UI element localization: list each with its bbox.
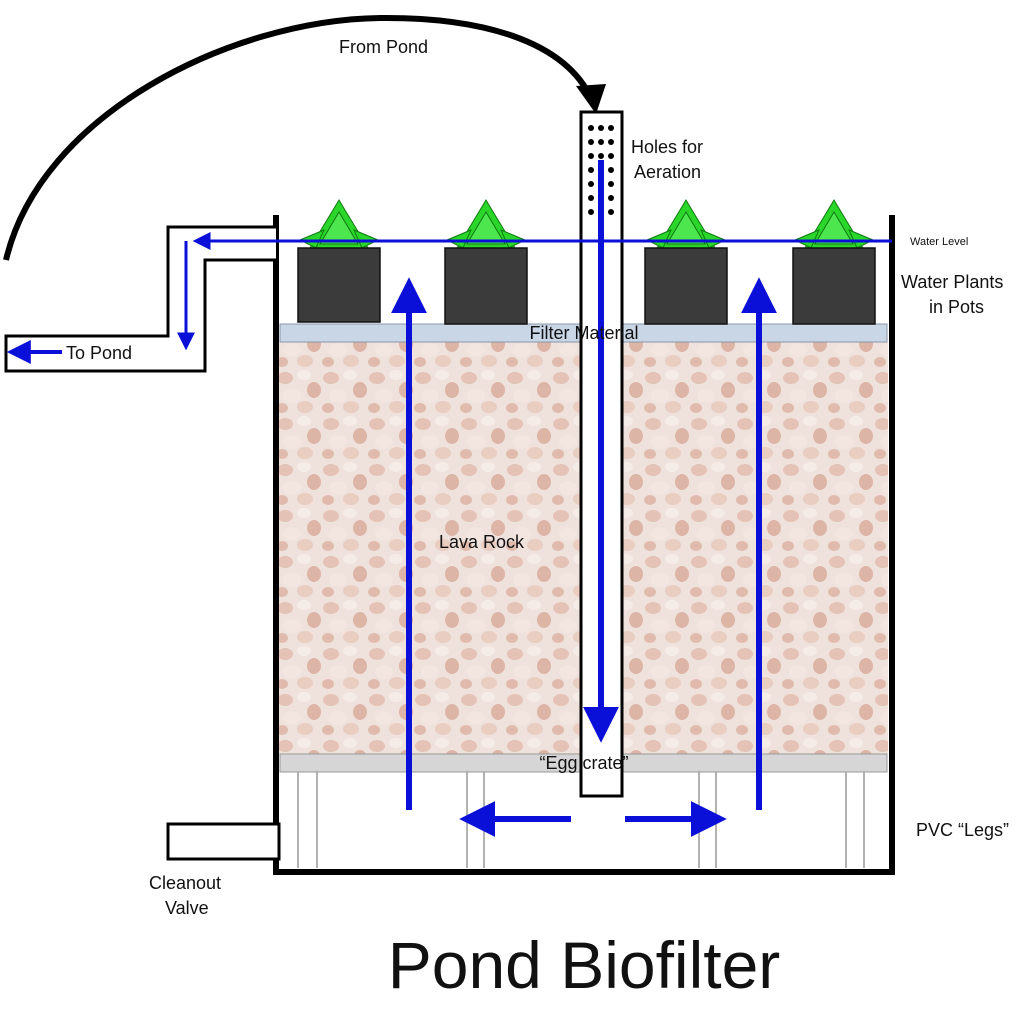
label-holes-line1: Holes for <box>631 137 703 157</box>
label-cleanout-line1: Cleanout <box>149 873 221 893</box>
outlet-pipe <box>4 225 276 373</box>
plant-pot-3 <box>644 199 728 325</box>
label-holes-line2: Aeration <box>634 162 701 182</box>
flow-arrows <box>6 160 777 837</box>
diagram-title: Pond Biofilter <box>388 928 781 1002</box>
plant-icon <box>298 199 380 249</box>
label-egg-crate: “Egg crate” <box>539 753 628 773</box>
label-water-level: Water Level <box>910 236 968 248</box>
tank-wall <box>273 215 895 875</box>
inlet-hose <box>3 14 595 261</box>
label-cleanout-line2: Valve <box>165 898 209 918</box>
label-lava-rock: Lava Rock <box>439 532 525 552</box>
inlet-arrow-head <box>576 84 606 114</box>
label-filter-material: Filter Material <box>529 323 638 343</box>
label-from-pond: From Pond <box>339 37 428 57</box>
cleanout-valve <box>166 822 281 861</box>
plant-pot-4 <box>792 199 876 325</box>
plant-icon <box>645 199 727 249</box>
plant-icon <box>445 199 527 249</box>
plant-pots <box>297 199 876 325</box>
plant-icon <box>793 199 875 249</box>
label-to-pond: To Pond <box>66 343 132 363</box>
label-plants-line1: Water Plants <box>901 272 1003 292</box>
label-plants-line2: in Pots <box>929 297 984 317</box>
label-pvc-legs: PVC “Legs” <box>916 820 1009 840</box>
plant-pot-2 <box>444 199 528 325</box>
plant-pot-1 <box>297 199 381 323</box>
